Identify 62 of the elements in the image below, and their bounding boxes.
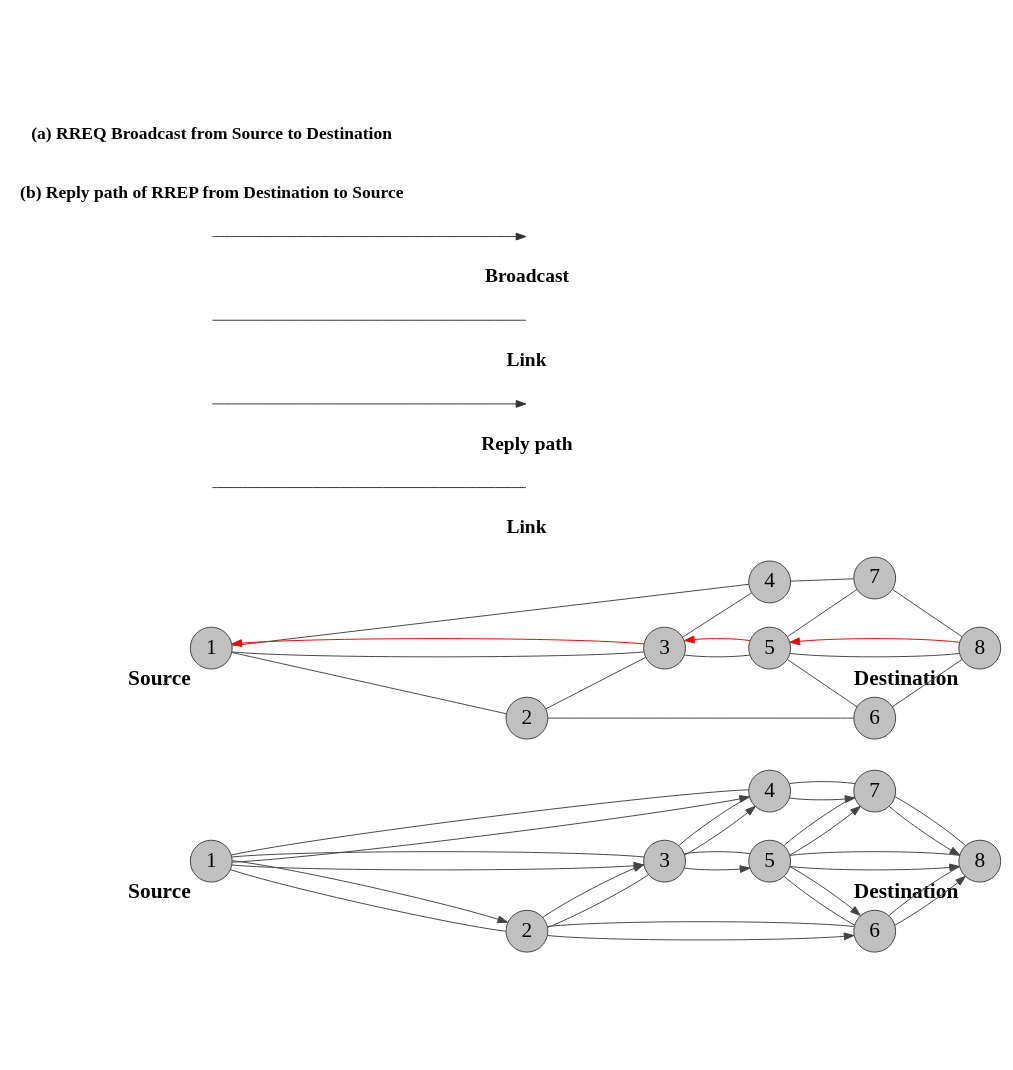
connector <box>892 589 963 638</box>
label: (b) Reply path of RREP from Destination to Source <box>20 182 404 203</box>
connector <box>783 875 856 926</box>
arrow <box>684 635 751 644</box>
connector <box>231 652 507 715</box>
connector <box>545 656 646 710</box>
connector <box>682 592 753 638</box>
node-circle: 8 <box>958 839 1002 883</box>
arrow <box>789 637 961 646</box>
node-circle: 2 <box>505 696 549 740</box>
arrow <box>684 805 756 856</box>
node-circle: 8 <box>958 626 1002 670</box>
node-circle: 7 <box>853 556 897 600</box>
legend-label: Link <box>506 348 547 370</box>
node-label: Destination <box>853 666 959 691</box>
legend-label: Link <box>506 516 547 538</box>
arrow <box>888 805 961 856</box>
node-label: Source <box>128 879 191 904</box>
connector <box>229 869 507 932</box>
node-circle: 6 <box>853 909 897 953</box>
node-circle: 3 <box>643 626 686 670</box>
node-circle: 1 <box>189 626 233 670</box>
node-circle: 5 <box>748 626 792 670</box>
connector <box>684 851 751 855</box>
connector <box>888 866 960 916</box>
connector <box>892 658 963 708</box>
arrow <box>789 866 861 916</box>
arrow <box>231 638 645 647</box>
connector <box>789 851 961 856</box>
arrow <box>789 863 960 872</box>
node-circle: 4 <box>748 560 792 604</box>
node-circle: 7 <box>853 769 897 813</box>
connector <box>894 796 966 846</box>
arrow <box>684 865 751 873</box>
arrow <box>547 932 855 941</box>
connector <box>787 588 858 637</box>
connector <box>787 659 858 708</box>
arrow <box>894 875 966 926</box>
node-label: Destination <box>853 879 959 904</box>
connector <box>547 921 855 927</box>
connector <box>684 654 751 658</box>
node-circle: 1 <box>189 839 233 883</box>
legend-label: Broadcast <box>485 265 569 287</box>
label: (a) RREQ Broadcast from Source to Destination <box>31 122 392 143</box>
node-circle: 2 <box>505 909 549 953</box>
node-circle: 3 <box>643 839 686 883</box>
node-circle: 4 <box>748 769 792 813</box>
node-label: Source <box>128 666 191 691</box>
connector <box>231 651 645 658</box>
connector <box>547 717 855 719</box>
legend-label: Reply path <box>481 432 573 454</box>
arrow <box>231 860 509 924</box>
connector <box>789 652 960 658</box>
node-circle: 5 <box>748 839 792 883</box>
connector <box>231 851 645 858</box>
arrow <box>542 864 645 918</box>
arrow <box>789 805 861 856</box>
connector <box>790 578 855 582</box>
connector <box>789 781 856 785</box>
connector <box>547 874 649 928</box>
node-circle: 6 <box>853 696 897 740</box>
connector <box>231 583 750 647</box>
